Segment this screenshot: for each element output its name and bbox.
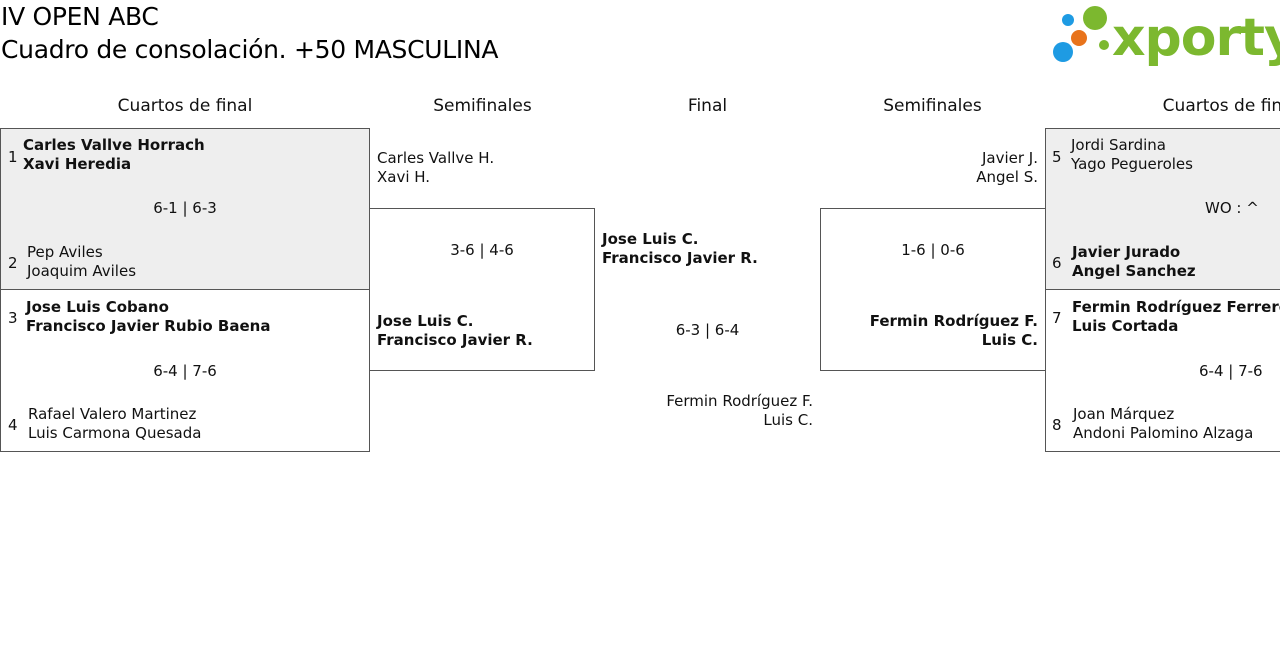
match-score: 6-4 | 7-6 — [1199, 362, 1263, 380]
team-pair: Pep Aviles Joaquim Aviles — [27, 243, 136, 281]
player-name: Rafael Valero Martinez — [28, 405, 197, 423]
team-pair-winner: Javier Jurado Angel Sanchez — [1072, 243, 1196, 281]
team-pair-final-runner-up: Fermin Rodríguez F. Luis C. — [595, 392, 813, 430]
player-name: Jose Luis Cobano — [26, 298, 169, 316]
logo-text: xporty — [1112, 8, 1280, 68]
column-header-sf-right: Semifinales — [883, 96, 982, 116]
match-box-qf3[interactable]: 5 Jordi Sardina Yago Pegueroles WO : ^ 6… — [1045, 128, 1280, 290]
player-name: Jordi Sardina — [1071, 136, 1166, 154]
player-name: Fermin Rodríguez Ferrero — [1072, 298, 1280, 316]
column-header-qf-right: Cuartos de final — [1162, 96, 1280, 116]
final-score: 6-3 | 6-4 — [675, 321, 740, 339]
seed-number: 5 — [1052, 148, 1062, 166]
player-name: Carles Vallve Horrach — [23, 136, 205, 154]
seed-number: 4 — [8, 416, 18, 434]
seed-number: 6 — [1052, 254, 1062, 272]
team-pair-winner: Fermin Rodríguez Ferrero Luis Cortada — [1072, 298, 1280, 336]
seed-number: 8 — [1052, 416, 1062, 434]
seed-number: 3 — [8, 309, 18, 327]
draw-subtitle: Cuadro de consolación. +50 MASCULINA — [1, 35, 499, 64]
player-name: Carles Vallve H. — [377, 149, 495, 167]
player-name: Jose Luis C. — [602, 230, 699, 248]
seed-number: 2 — [8, 254, 18, 272]
seed-number: 7 — [1052, 309, 1062, 327]
match-score: 6-1 | 6-3 — [153, 199, 217, 217]
match-box-qf4[interactable]: 7 Fermin Rodríguez Ferrero Luis Cortada … — [1045, 289, 1280, 452]
team-pair: Joan Márquez Andoni Palomino Alzaga — [1073, 405, 1253, 443]
xporty-logo-icon — [1053, 6, 1109, 62]
column-header-qf-left: Cuartos de final — [117, 96, 253, 116]
team-pair: Jordi Sardina Yago Pegueroles — [1071, 136, 1193, 174]
logo-green-dot — [1083, 6, 1107, 30]
player-name: Javier Jurado — [1072, 243, 1181, 261]
player-name: Luis C. — [763, 411, 813, 429]
column-header-final: Final — [687, 96, 728, 116]
match-box-qf1[interactable]: 1 Carles Vallve Horrach Xavi Heredia 6-1… — [0, 128, 370, 290]
team-pair-winner: Jose Luis Cobano Francisco Javier Rubio … — [26, 298, 270, 336]
player-name: Fermin Rodríguez F. — [869, 312, 1038, 330]
player-name: Joaquim Aviles — [27, 262, 137, 280]
player-name: Yago Pegueroles — [1071, 155, 1193, 173]
player-name: Luis Carmona Quesada — [28, 424, 202, 442]
player-name: Fermin Rodríguez F. — [666, 392, 813, 410]
team-pair-winner: Carles Vallve Horrach Xavi Heredia — [23, 136, 205, 174]
player-name: Joan Márquez — [1073, 405, 1175, 423]
team-pair: Rafael Valero Martinez Luis Carmona Ques… — [28, 405, 201, 443]
team-pair-winner: Jose Luis C. Francisco Javier R. — [377, 312, 533, 350]
match-score: 3-6 | 4-6 — [450, 241, 514, 259]
logo-orange-dot — [1071, 30, 1087, 46]
team-pair-sf-left-top: Carles Vallve H. Xavi H. — [377, 149, 494, 187]
seed-number: 1 — [8, 148, 18, 166]
column-header-sf-left: Semifinales — [433, 96, 532, 116]
player-name: Xavi Heredia — [23, 155, 132, 173]
player-name: Xavi H. — [377, 168, 431, 186]
team-pair-sf-right-top: Javier J. Angel S. — [820, 149, 1038, 187]
player-name: Francisco Javier R. — [602, 249, 758, 267]
player-name: Luis C. — [981, 331, 1038, 349]
team-pair-winner: Fermin Rodríguez F. Luis C. — [821, 312, 1038, 350]
player-name: Luis Cortada — [1072, 317, 1179, 335]
match-box-qf2[interactable]: 3 Jose Luis Cobano Francisco Javier Rubi… — [0, 289, 370, 452]
tournament-title: IV OPEN ABC — [1, 2, 159, 31]
logo-blue-dot — [1053, 42, 1073, 62]
logo-small-green-dot — [1099, 40, 1109, 50]
match-score: WO : ^ — [1205, 199, 1259, 217]
player-name: Pep Aviles — [27, 243, 103, 261]
match-score: 1-6 | 0-6 — [901, 241, 965, 259]
match-score: 6-4 | 7-6 — [153, 362, 217, 380]
player-name: Angel S. — [976, 168, 1038, 186]
logo-small-blue-dot — [1062, 14, 1074, 26]
match-box-sf-left[interactable]: 3-6 | 4-6 Jose Luis C. Francisco Javier … — [369, 208, 595, 371]
player-name: Francisco Javier R. — [377, 331, 533, 349]
player-name: Andoni Palomino Alzaga — [1073, 424, 1254, 442]
player-name: Francisco Javier Rubio Baena — [26, 317, 271, 335]
player-name: Angel Sanchez — [1072, 262, 1196, 280]
player-name: Javier J. — [981, 149, 1038, 167]
player-name: Jose Luis C. — [377, 312, 474, 330]
team-pair-final-winner: Jose Luis C. Francisco Javier R. — [602, 230, 758, 268]
match-box-sf-right[interactable]: 1-6 | 0-6 Fermin Rodríguez F. Luis C. — [820, 208, 1046, 371]
